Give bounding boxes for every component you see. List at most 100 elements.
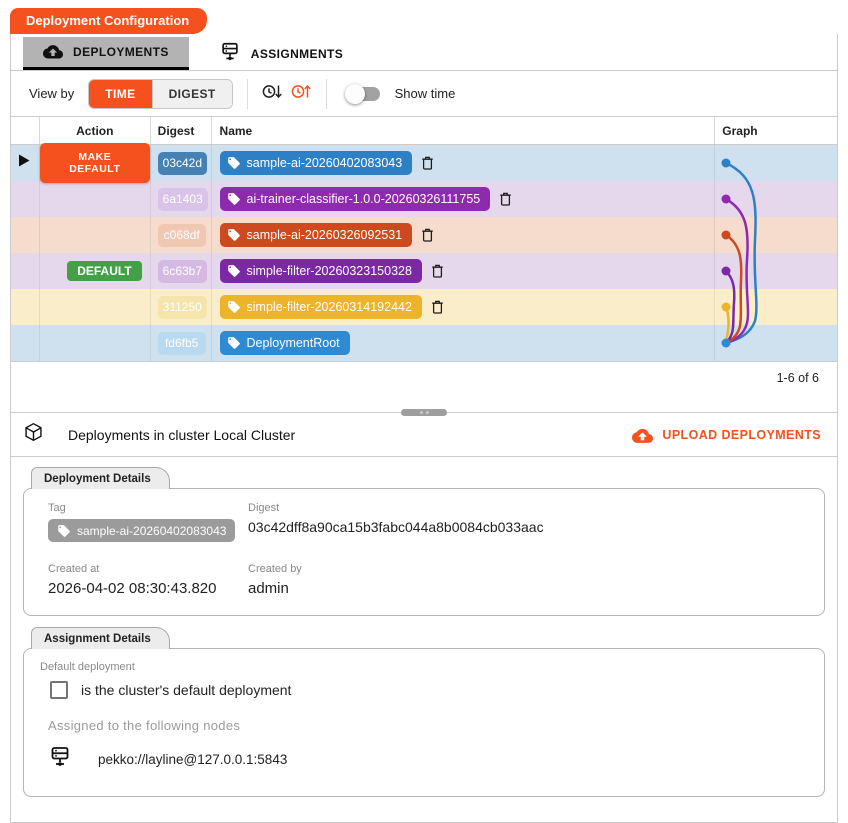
table-row[interactable]: c068df sample-ai-20260326092531 bbox=[11, 217, 837, 253]
show-time-toggle[interactable] bbox=[344, 83, 383, 104]
tag-icon bbox=[227, 193, 240, 205]
tab-deployments-label: DEPLOYMENTS bbox=[73, 45, 169, 59]
trash-icon bbox=[422, 228, 434, 242]
digest-chip[interactable]: fd6fb5 bbox=[157, 331, 206, 355]
tab-assignments[interactable]: ASSIGNMENTS bbox=[199, 37, 363, 70]
name-column-header: Name bbox=[212, 117, 716, 144]
assigned-nodes-label: Assigned to the following nodes bbox=[48, 717, 241, 733]
graph-column-header: Graph bbox=[722, 123, 758, 138]
package-cube-icon bbox=[23, 421, 44, 448]
deployment-tag-chip[interactable]: DeploymentRoot bbox=[219, 331, 350, 355]
deployment-tag-chip[interactable]: sample-ai-20260402083043 bbox=[219, 151, 413, 175]
digest-label: Digest bbox=[248, 502, 280, 514]
time-view-button[interactable]: TIME bbox=[89, 79, 152, 108]
created-at-label: Created at bbox=[48, 562, 100, 575]
toggle-knob bbox=[344, 83, 365, 104]
divider bbox=[325, 78, 327, 109]
default-badge: DEFAULT bbox=[67, 261, 142, 281]
clock-sort-desc-icon[interactable] bbox=[262, 83, 283, 105]
created-at-value: 2026-04-02 08:30:43.820 bbox=[48, 579, 217, 597]
cluster-title: Deployments in cluster Local Cluster bbox=[68, 426, 296, 443]
divider bbox=[246, 78, 248, 109]
upload-deployments-button[interactable]: UPLOAD DEPLOYMENTS bbox=[632, 427, 821, 443]
digest-chip[interactable]: 03c42d bbox=[157, 151, 208, 175]
splitter-drag-handle[interactable] bbox=[401, 409, 447, 416]
deployment-details-panel: Deployment Details Tag sample-ai-2026040… bbox=[23, 467, 825, 616]
table-row[interactable]: 6a1403 ai-trainer-classifier-1.0.0-20260… bbox=[11, 181, 837, 217]
graph-node bbox=[721, 194, 731, 204]
node-list-item[interactable]: pekko://layline@127.0.0.1:5843 bbox=[48, 745, 808, 780]
digest-view-button[interactable]: DIGEST bbox=[151, 79, 232, 108]
tag-icon bbox=[227, 157, 240, 169]
created-by-value: admin bbox=[248, 579, 289, 597]
digest-chip[interactable]: 6a1403 bbox=[157, 187, 208, 211]
assignment-details-panel: Assignment Details Default deployment is… bbox=[23, 626, 825, 797]
server-hub-icon bbox=[219, 41, 241, 66]
view-mode-segmented-control: TIME DIGEST bbox=[88, 78, 233, 109]
action-column-header: Action bbox=[40, 117, 151, 144]
deployments-table: MAKE DEFAULT 03c42d sample-ai-2026040208… bbox=[11, 143, 837, 361]
trash-icon bbox=[422, 156, 434, 170]
digest-column-header: Digest bbox=[151, 117, 212, 144]
graph-node bbox=[721, 302, 731, 312]
view-by-label: View by bbox=[29, 86, 75, 101]
tab-bar: DEPLOYMENTS ASSIGNMENTS bbox=[11, 34, 837, 71]
table-row[interactable]: fd6fb5 DeploymentRoot bbox=[11, 325, 837, 361]
cloud-upload-icon bbox=[632, 428, 654, 443]
graph-node bbox=[721, 158, 731, 168]
delete-deployment-button[interactable] bbox=[497, 190, 514, 208]
created-by-label: Created by bbox=[248, 562, 302, 575]
panel-splitter[interactable] bbox=[11, 409, 837, 416]
view-controls: View by TIME DIGEST bbox=[11, 71, 837, 117]
table-row[interactable]: 311250 simple-filter-20260314192442 bbox=[11, 289, 837, 325]
tag-icon bbox=[227, 337, 240, 349]
default-deployment-checkbox[interactable] bbox=[50, 680, 68, 699]
default-deployment-checkbox-label: is the cluster's default deployment bbox=[81, 681, 292, 698]
table-header: Action Digest Name Graph bbox=[11, 117, 837, 145]
deployment-tag-chip[interactable]: simple-filter-20260323150328 bbox=[219, 259, 422, 283]
pagination-label: 1-6 of 6 bbox=[776, 371, 819, 385]
trash-icon bbox=[500, 192, 512, 206]
selector-column-header bbox=[11, 117, 40, 144]
table-row[interactable]: DEFAULT 6c63b7 simple-filter-20260323150… bbox=[11, 253, 837, 289]
cloud-upload-icon bbox=[43, 43, 63, 62]
selected-tag-chip[interactable]: sample-ai-20260402083043 bbox=[48, 519, 236, 542]
selected-row-arrow-icon bbox=[19, 154, 30, 172]
table-row[interactable]: MAKE DEFAULT 03c42d sample-ai-2026040208… bbox=[11, 143, 837, 183]
digest-chip[interactable]: 6c63b7 bbox=[157, 259, 208, 283]
trash-icon bbox=[432, 300, 443, 314]
graph-node bbox=[721, 266, 731, 276]
graph-node bbox=[721, 230, 731, 240]
show-time-label: Show time bbox=[394, 86, 456, 101]
delete-deployment-button[interactable] bbox=[429, 262, 446, 280]
deployment-tag-chip[interactable]: simple-filter-20260314192442 bbox=[219, 295, 422, 319]
clock-sort-asc-icon[interactable] bbox=[291, 83, 312, 105]
node-address: pekko://layline@127.0.0.1:5843 bbox=[98, 751, 288, 767]
deployment-configuration-window: Deployment Configuration DEPLOYMENTS bbox=[10, 8, 838, 823]
make-default-button[interactable]: MAKE DEFAULT bbox=[39, 143, 150, 183]
window-title-badge: Deployment Configuration bbox=[10, 8, 208, 34]
tag-icon bbox=[227, 229, 240, 241]
delete-deployment-button[interactable] bbox=[419, 154, 436, 172]
tag-icon bbox=[227, 265, 240, 277]
deployment-graph bbox=[715, 145, 837, 361]
assignment-details-panel-title: Assignment Details bbox=[31, 626, 170, 649]
deployment-details-panel-title: Deployment Details bbox=[31, 467, 170, 489]
digest-value: 03c42dff8a90ca15b3fabc044a8b0084cb033aac bbox=[248, 519, 544, 535]
digest-chip[interactable]: 311250 bbox=[157, 295, 207, 319]
deployment-tag-chip[interactable]: ai-trainer-classifier-1.0.0-202603261117… bbox=[219, 187, 491, 211]
server-hub-icon bbox=[48, 745, 72, 774]
delete-deployment-button[interactable] bbox=[429, 298, 446, 316]
graph-node bbox=[721, 338, 731, 348]
digest-chip[interactable]: c068df bbox=[157, 223, 206, 247]
cluster-header-bar: Deployments in cluster Local Cluster UPL… bbox=[11, 413, 837, 457]
tab-deployments[interactable]: DEPLOYMENTS bbox=[23, 37, 189, 70]
tag-label: Tag bbox=[48, 502, 66, 514]
deployment-tag-chip[interactable]: sample-ai-20260326092531 bbox=[219, 223, 413, 247]
main-frame: DEPLOYMENTS ASSIGNMENTS bbox=[10, 34, 838, 823]
tag-icon bbox=[58, 524, 70, 537]
tab-assignments-label: ASSIGNMENTS bbox=[250, 46, 344, 61]
tag-icon bbox=[227, 301, 240, 313]
delete-deployment-button[interactable] bbox=[419, 226, 436, 244]
trash-icon bbox=[432, 264, 443, 278]
